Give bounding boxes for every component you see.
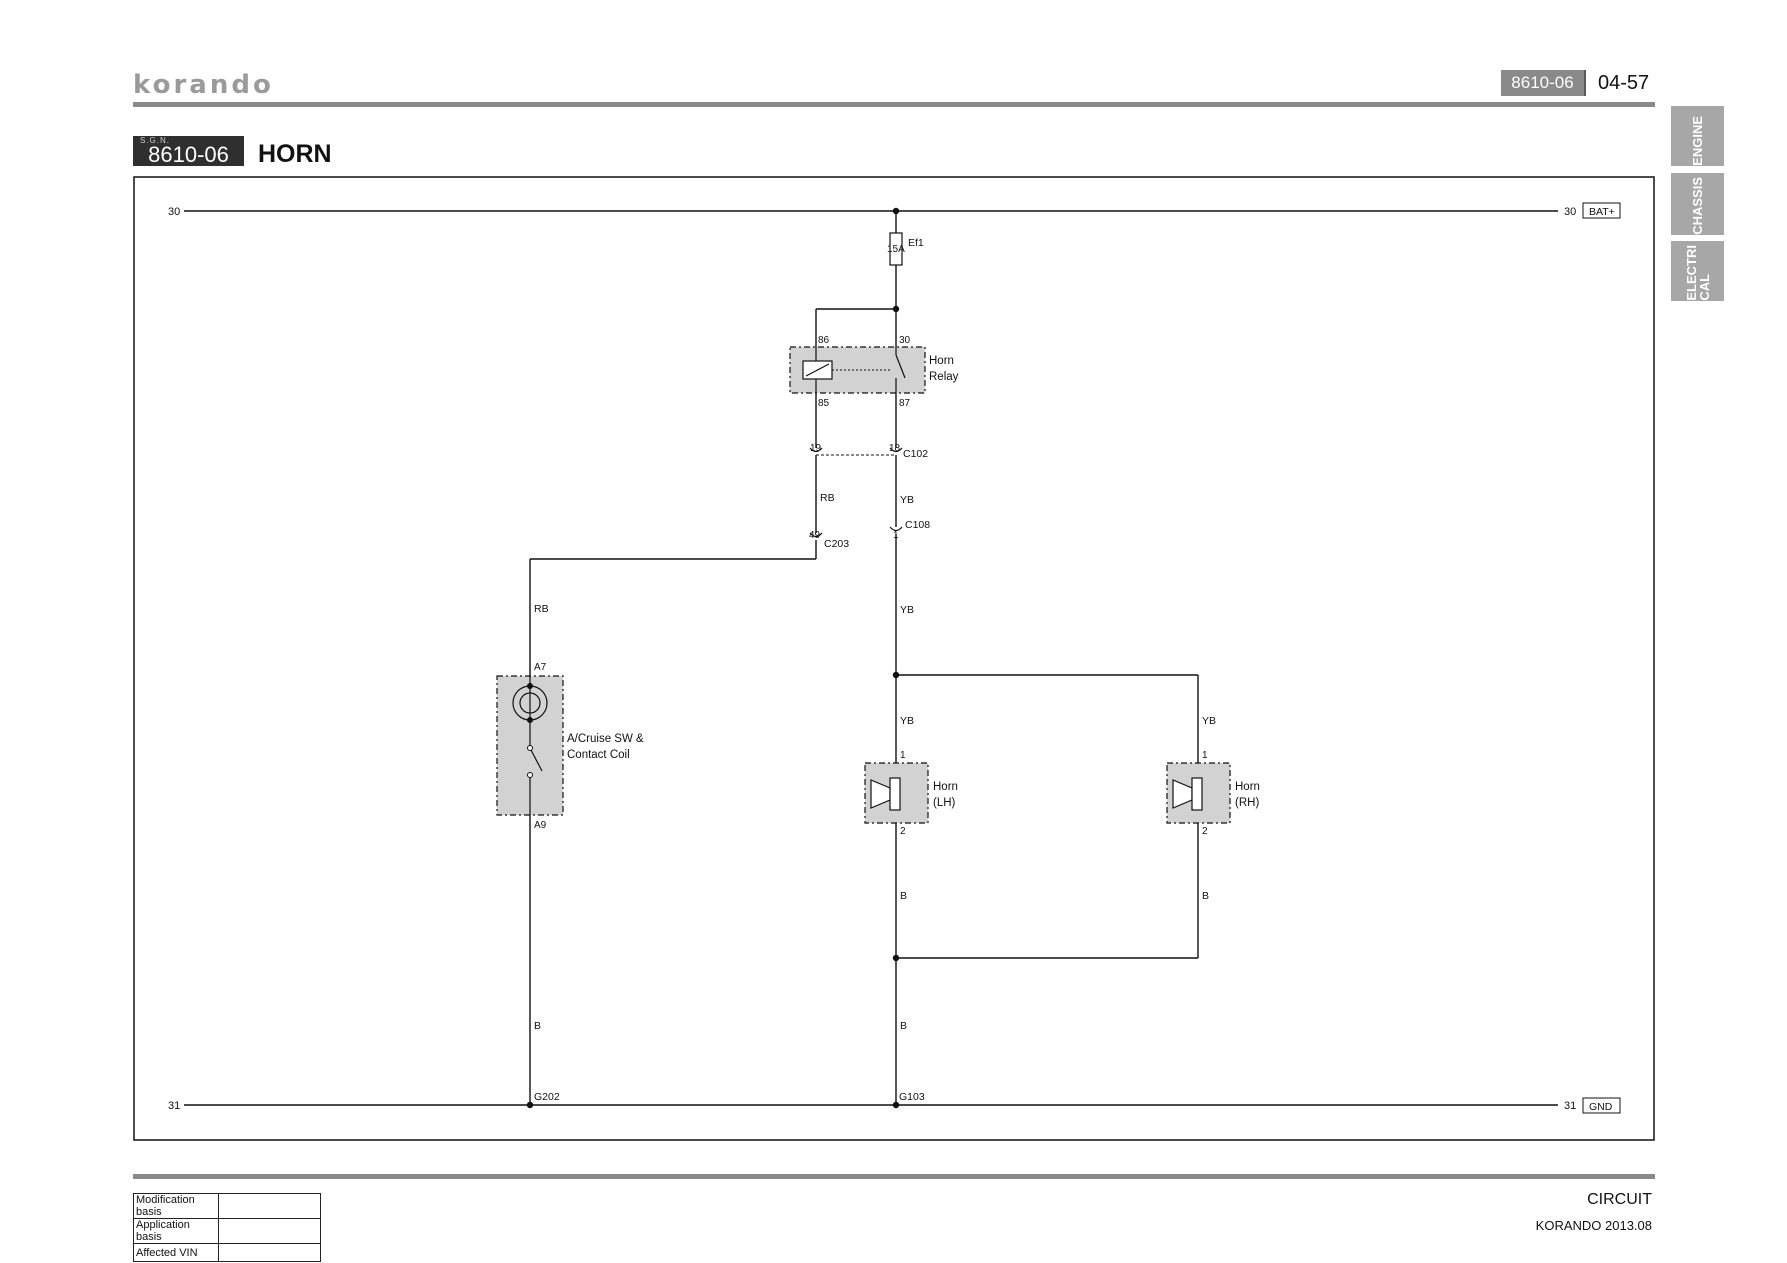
relay-pin-86: 86 — [818, 335, 830, 346]
switch-pin-a9: A9 — [534, 820, 547, 831]
gnd-rail-right-label: 31 — [1564, 1100, 1576, 1112]
relay-contact — [895, 354, 906, 379]
footer-category: CIRCUIT — [1587, 1191, 1652, 1208]
horn-rh-name-line2: (RH) — [1235, 797, 1259, 809]
c102-pin-right: 18 — [889, 443, 901, 454]
ground-g202-label: G202 — [534, 1091, 560, 1103]
tab-engine[interactable]: ENGINE — [1671, 106, 1724, 166]
basis-value — [218, 1218, 321, 1244]
wire-yb-1: YB — [900, 494, 914, 506]
sgn-badge — [133, 136, 244, 166]
basis-value — [218, 1193, 321, 1219]
horn-circuit-diagram: 30 30 BAT+ 31 31 GND G202 G103 15A Ef1 8… — [133, 176, 1655, 1141]
horn-rh-name-line1: Horn — [1235, 781, 1260, 793]
brand-logo: korando — [133, 70, 274, 100]
horn-ground-junction — [892, 954, 900, 962]
switch-name-line1: A/Cruise SW & — [567, 733, 644, 745]
horn-rh-pin2: 2 — [1202, 826, 1208, 837]
gnd-rail-left-label: 31 — [168, 1100, 180, 1112]
c108-connector — [889, 526, 903, 532]
basis-label: Affected VIN — [133, 1243, 219, 1262]
c102-pin-19 — [809, 447, 823, 453]
sgn-label: S.G.N. — [140, 136, 171, 145]
relay-pin-85: 85 — [818, 398, 830, 409]
table-row: Application basis — [133, 1218, 321, 1244]
footer-model-date: KORANDO 2013.08 — [1535, 1218, 1652, 1233]
wire-b-gnd-left: B — [534, 1020, 541, 1032]
wire-yb-2: YB — [900, 604, 914, 616]
c203-name: C203 — [824, 538, 849, 550]
cruise-switch-contact — [530, 749, 543, 772]
wire-rb-upper: RB — [820, 492, 835, 504]
basis-table: Modification basis Application basis Aff… — [133, 1193, 321, 1262]
basis-label: Modification basis — [133, 1193, 219, 1219]
page-number: 04-57 — [1598, 72, 1650, 94]
wire-rb-lower: RB — [534, 603, 549, 615]
fuse-rating: 15A — [887, 244, 905, 255]
horn-lh-name-line1: Horn — [933, 781, 958, 793]
wire-b-lh: B — [900, 890, 907, 902]
diagram-frame — [133, 176, 1655, 1141]
bat-rail-left-label: 30 — [168, 206, 180, 218]
wire-yb-3: YB — [900, 715, 914, 727]
bat-tag-box — [1582, 202, 1621, 219]
bat-rail-right-label: 30 — [1564, 206, 1576, 218]
c102-pin-18 — [889, 447, 903, 453]
c102-name: C102 — [903, 448, 928, 460]
gnd-tag: GND — [1589, 1101, 1613, 1113]
tab-electrical[interactable]: ELECTRI CAL — [1671, 241, 1724, 301]
c203-connector — [809, 532, 823, 538]
tab-electrical-label: ELECTRI CAL — [1683, 245, 1712, 301]
switch-pin-a7: A7 — [534, 662, 547, 673]
table-row: Affected VIN — [133, 1243, 321, 1262]
footer-rule — [133, 1174, 1655, 1179]
switch-name-line2: Contact Coil — [567, 749, 630, 761]
section-code-badge: 8610-06 — [1501, 70, 1586, 96]
fuse-name: Ef1 — [908, 237, 924, 249]
horn-rh-pin1: 1 — [1202, 750, 1208, 761]
tab-chassis-label: CHASSIS — [1690, 177, 1705, 235]
wire-b-rh: B — [1202, 890, 1209, 902]
relay-pin-87: 87 — [899, 398, 911, 409]
wire-yb-rh: YB — [1202, 715, 1216, 727]
horn-lh-pin1: 1 — [900, 750, 906, 761]
sgn-code: 8610-06 — [148, 142, 229, 167]
page-title: HORN — [258, 140, 332, 168]
wire-b-gnd-mid: B — [900, 1020, 907, 1032]
gnd-tag-box — [1582, 1097, 1621, 1114]
basis-label: Application basis — [133, 1218, 219, 1244]
c108-name: C108 — [905, 519, 930, 531]
relay-pin-30: 30 — [899, 335, 911, 346]
relay-name-line1: Horn — [929, 355, 954, 367]
tab-engine-label: ENGINE — [1690, 116, 1705, 166]
basis-value — [218, 1243, 321, 1262]
header-rule — [133, 102, 1655, 107]
table-row: Modification basis — [133, 1193, 321, 1219]
c102-pin-left: 19 — [810, 443, 822, 454]
ground-g103-label: G103 — [899, 1091, 925, 1103]
horn-lh-name-line2: (LH) — [933, 797, 956, 809]
horn-lh-pin2: 2 — [900, 826, 906, 837]
tab-chassis[interactable]: CHASSIS — [1671, 173, 1724, 235]
bat-tag: BAT+ — [1589, 206, 1615, 218]
c203-pin: 49 — [809, 530, 821, 541]
relay-name-line2: Relay — [929, 371, 959, 383]
